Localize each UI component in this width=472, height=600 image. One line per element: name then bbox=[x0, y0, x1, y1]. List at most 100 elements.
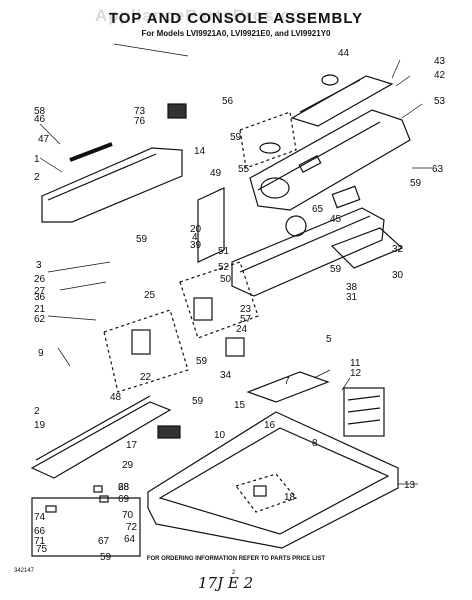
bracket-30 bbox=[330, 227, 404, 269]
part-label-51: 51 bbox=[218, 246, 230, 257]
part-label-59: 59 bbox=[330, 264, 342, 275]
part-label-32: 32 bbox=[392, 244, 404, 255]
part-label-70: 70 bbox=[122, 510, 134, 521]
document-number: 342147 bbox=[14, 568, 35, 574]
part-label-12: 12 bbox=[350, 368, 362, 379]
washer-top bbox=[147, 411, 399, 549]
part-label-56: 56 bbox=[222, 96, 234, 107]
part-label-39: 39 bbox=[190, 240, 202, 251]
console-trim-piece bbox=[290, 75, 394, 127]
part-label-66: 66 bbox=[34, 526, 46, 537]
console-end-cap bbox=[343, 387, 385, 437]
console-knob-opening bbox=[260, 177, 290, 199]
part-label-21: 21 bbox=[34, 304, 46, 315]
end-cap-vents bbox=[347, 395, 381, 425]
part-label-67: 67 bbox=[98, 536, 110, 547]
part-label-26: 26 bbox=[34, 274, 46, 285]
console-window bbox=[298, 154, 322, 174]
part-label-28: 28 bbox=[118, 482, 130, 493]
part-label-58: 58 bbox=[34, 106, 46, 117]
handwritten-note: 17J E 2 bbox=[198, 574, 254, 592]
part-number-labels: 1223457891011121314151617181920212223242… bbox=[34, 48, 446, 563]
part-label-55: 55 bbox=[238, 164, 250, 175]
part-label-3: 3 bbox=[36, 260, 42, 271]
part-label-72: 72 bbox=[126, 522, 138, 533]
part-label-49: 49 bbox=[210, 168, 222, 179]
part-label-9: 9 bbox=[38, 348, 44, 359]
switch-block-73 bbox=[167, 103, 187, 119]
part-label-65: 65 bbox=[312, 204, 324, 215]
part-label-48: 48 bbox=[110, 392, 122, 403]
switch-22 bbox=[131, 329, 151, 355]
lid-switch-group bbox=[234, 473, 298, 513]
part-label-59: 59 bbox=[230, 132, 242, 143]
control-channel bbox=[231, 207, 385, 297]
part-label-16: 16 bbox=[264, 420, 276, 431]
trim-19 bbox=[35, 395, 151, 461]
trim-48 bbox=[30, 401, 172, 479]
part-label-34: 34 bbox=[220, 370, 232, 381]
rod-58 bbox=[69, 142, 113, 162]
console-housing-edge bbox=[257, 121, 381, 191]
control-channel-edge bbox=[239, 215, 371, 273]
part-label-36: 36 bbox=[34, 292, 46, 303]
part-label-18: 18 bbox=[284, 492, 296, 503]
part-label-64: 64 bbox=[124, 534, 136, 545]
console-housing bbox=[249, 109, 411, 211]
part-label-23: 23 bbox=[240, 304, 252, 315]
diagram-title: TOP AND CONSOLE ASSEMBLY bbox=[108, 10, 364, 27]
part-label-45: 45 bbox=[330, 214, 342, 225]
leader-lines bbox=[39, 43, 432, 485]
part-label-50: 50 bbox=[220, 274, 232, 285]
part-label-5: 5 bbox=[326, 334, 332, 345]
part-label-19: 19 bbox=[34, 420, 46, 431]
clip-66 bbox=[45, 505, 57, 513]
part-label-25: 25 bbox=[144, 290, 156, 301]
part-label-42: 42 bbox=[434, 70, 446, 81]
part-label-14: 14 bbox=[194, 146, 206, 157]
left-panel bbox=[41, 147, 183, 223]
part-label-13: 13 bbox=[404, 480, 416, 491]
part-label-43: 43 bbox=[434, 56, 446, 67]
part-label-63: 63 bbox=[432, 164, 444, 175]
part-label-59: 59 bbox=[196, 356, 208, 367]
clip-69 bbox=[99, 495, 109, 503]
part-label-73: 73 bbox=[134, 106, 146, 117]
part-label-59: 59 bbox=[136, 234, 148, 245]
control-knob-45 bbox=[285, 215, 307, 237]
switch-24 bbox=[193, 297, 213, 321]
part-label-8: 8 bbox=[312, 438, 318, 449]
part-label-22: 22 bbox=[140, 372, 152, 383]
part-label-2: 2 bbox=[34, 406, 40, 417]
console-trim-inner-line bbox=[299, 79, 361, 113]
part-label-71: 71 bbox=[34, 536, 46, 547]
relay-57 bbox=[225, 337, 245, 357]
part-label-30: 30 bbox=[392, 270, 404, 281]
part-label-4: 4 bbox=[192, 232, 198, 243]
part-label-59: 59 bbox=[100, 552, 112, 563]
models-subtitle: For Models LVI9921A0, LVI9921E0, and LVI… bbox=[141, 29, 331, 38]
part-label-24: 24 bbox=[236, 324, 248, 335]
part-label-11: 11 bbox=[350, 358, 361, 369]
part-label-17: 17 bbox=[126, 440, 138, 451]
part-label-59: 59 bbox=[192, 396, 204, 407]
part-label-31: 31 bbox=[346, 292, 358, 303]
page-number: 2 bbox=[232, 570, 236, 576]
timer-knob bbox=[259, 142, 281, 154]
part-label-1: 1 bbox=[34, 154, 40, 165]
part-label-10: 10 bbox=[214, 430, 226, 441]
mounting-bracket bbox=[197, 187, 225, 263]
hardware-inset bbox=[31, 497, 141, 557]
lid-switch-18 bbox=[253, 485, 267, 497]
part-label-75: 75 bbox=[36, 544, 48, 555]
washer-top-inner bbox=[158, 427, 390, 535]
part-label-29: 29 bbox=[122, 460, 134, 471]
knob-group-outline bbox=[239, 111, 297, 169]
part-label-27: 27 bbox=[34, 286, 46, 297]
part-label-76: 76 bbox=[134, 116, 146, 127]
part-label-38: 38 bbox=[346, 282, 358, 293]
switch-group-22 bbox=[103, 309, 189, 393]
left-panel-edge bbox=[47, 153, 157, 201]
